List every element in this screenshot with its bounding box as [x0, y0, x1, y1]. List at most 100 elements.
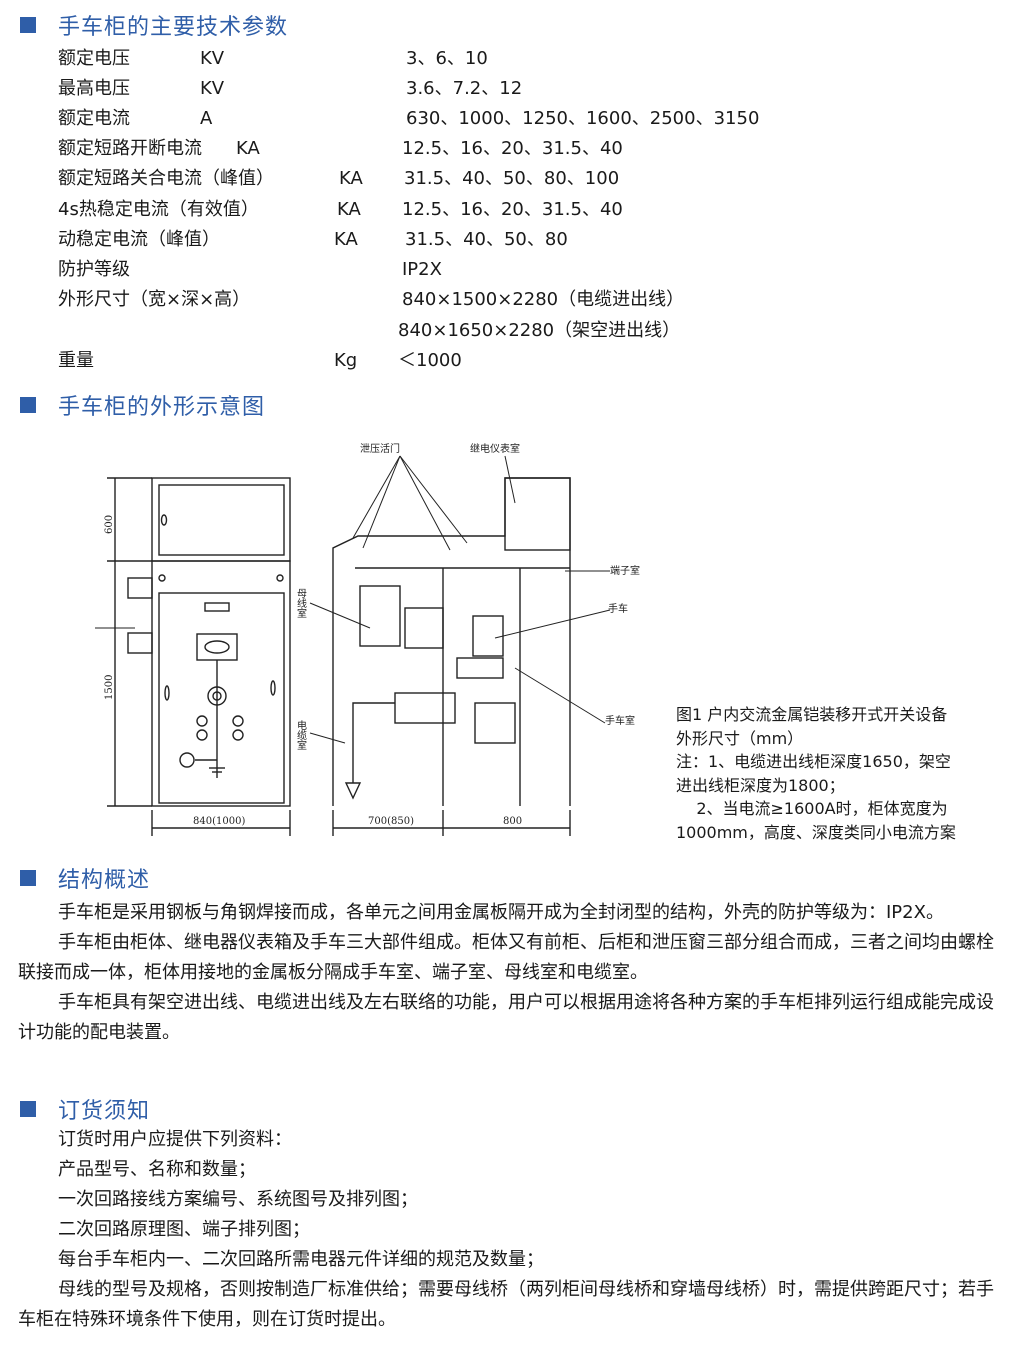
section-title: 手车柜的主要技术参数 — [58, 15, 289, 40]
param-name: 动稳定电流（峰值） — [58, 229, 220, 250]
bullet-square-icon — [20, 1101, 36, 1117]
paragraph: 手车柜具有架空进出线、电缆进出线及左右联络的功能，用户可以根据用途将各种方案的手… — [18, 992, 994, 1043]
indicator-window — [196, 633, 238, 661]
param-unit: KA — [337, 199, 361, 220]
section-heading-structure: 结构概述 — [20, 863, 150, 893]
bullet-square-icon — [20, 17, 36, 33]
label-terminal-room: 端子室 — [610, 564, 640, 577]
bullet-square-icon — [20, 870, 36, 886]
door-latch-icon — [160, 514, 168, 526]
caption-line: 2、当电流≥1600A时，柜体宽度为 — [676, 799, 948, 818]
bolt-icon — [158, 574, 166, 582]
operation-knob-icon — [207, 686, 227, 706]
param-name: 额定电压 — [58, 48, 130, 69]
order-list: 订货时用户应提供下列资料： 产品型号、名称和数量； 一次回路接线方案编号、系统图… — [18, 1125, 994, 1335]
switch-icon — [232, 715, 244, 727]
caption-line: 外形尺寸（mm） — [676, 728, 804, 748]
figure-caption: 图1 户内交流金属铠装移开式开关设备 外形尺寸（mm） 注：1、电缆进出线柜深度… — [676, 703, 996, 844]
param-unit: KV — [200, 48, 225, 69]
label-busbar-room: 母线室 — [295, 588, 307, 618]
param-value: 630、1000、1250、1600、2500、3150 — [406, 108, 760, 129]
param-value: 12.5、16、20、31.5、40 — [402, 199, 623, 220]
label-handcart-room: 手车室 — [605, 714, 635, 727]
busbar-component — [404, 607, 444, 649]
param-unit: KA — [334, 229, 358, 250]
dim-label-600: 600 — [104, 515, 115, 534]
leader-line — [309, 602, 371, 629]
paragraph: 手车柜由柜体、继电器仪表箱及手车三大部件组成。柜体又有前柜、后柜和泄压窗三部分组… — [18, 932, 994, 983]
front-view — [95, 477, 291, 836]
cable-component — [394, 692, 456, 724]
list-item: 母线的型号及规格，否则按制造厂标准供给；需要母线桥（两列柜间母线桥和穿墙母线桥）… — [18, 1279, 994, 1330]
param-name: 4s热稳定电流（有效值） — [58, 199, 259, 220]
bullet-square-icon — [20, 397, 36, 413]
param-unit: KV — [200, 78, 225, 99]
relay-box-outline — [151, 477, 291, 562]
label-handcart: 手车 — [608, 602, 628, 615]
caption-line: 进出线柜深度为1800； — [676, 775, 845, 795]
param-value: 12.5、16、20、31.5、40 — [402, 138, 623, 159]
caption-line: 注：1、电缆进出线柜深度1650，架空 — [676, 752, 951, 771]
dim-label-700: 700(850) — [368, 816, 414, 827]
ground-switch-icon — [179, 752, 195, 768]
front-door — [158, 592, 285, 804]
leader-line — [399, 455, 468, 544]
param-name: 最高电压 — [58, 78, 130, 99]
relay-compartment — [504, 477, 571, 551]
leader-line — [494, 609, 611, 639]
cable-component — [474, 702, 516, 744]
param-name: 额定短路开断电流 — [58, 138, 202, 159]
list-item: 订货时用户应提供下列资料： — [58, 1129, 292, 1150]
param-value: ＜1000 — [398, 350, 462, 371]
list-item: 每台手车柜内一、二次回路所需电器元件详细的规范及数量； — [58, 1249, 544, 1270]
param-unit: Kg — [334, 350, 358, 371]
handcart-component — [472, 615, 504, 657]
section-title: 手车柜的外形示意图 — [58, 395, 266, 420]
sleeve-bushing — [127, 577, 153, 599]
caption-line: 图1 户内交流金属铠装移开式开关设备 — [676, 705, 948, 724]
section-title: 订货须知 — [58, 1099, 151, 1124]
leader-line — [362, 455, 401, 549]
label-relay-room: 继电仪表室 — [470, 442, 520, 455]
side-outline — [332, 477, 571, 806]
param-unit: A — [200, 108, 213, 129]
handcart-component — [456, 657, 504, 679]
cable-line — [352, 702, 395, 718]
section-heading-order: 订货须知 — [20, 1094, 150, 1124]
param-value: 840×1500×2280（电缆进出线） — [402, 289, 685, 310]
list-item: 产品型号、名称和数量； — [58, 1159, 256, 1180]
leader-line — [514, 667, 606, 724]
operation-knob-center — [212, 691, 222, 701]
param-name: 额定电流 — [58, 108, 130, 129]
param-name: 重量 — [58, 350, 94, 371]
ground-icon — [344, 782, 362, 800]
param-value: 3.6、7.2、12 — [406, 78, 523, 99]
handle-icon — [164, 685, 170, 701]
dim-label-840: 840(1000) — [193, 816, 245, 827]
sleeve-bushing — [127, 632, 153, 654]
label-cable-room: 电缆室 — [295, 719, 307, 750]
param-value: 3、6、10 — [406, 48, 488, 69]
leader-line — [309, 732, 346, 744]
param-value: 31.5、40、50、80、100 — [404, 168, 620, 189]
front-cabinet-outline — [151, 560, 291, 807]
handle-icon — [270, 680, 276, 696]
list-item: 一次回路接线方案编号、系统图号及排列图； — [58, 1189, 418, 1210]
switch-icon — [232, 729, 244, 741]
section-heading-params: 手车柜的主要技术参数 — [20, 10, 288, 40]
param-unit: KA — [236, 138, 260, 159]
structure-paragraphs: 手车柜是采用钢板与角钢焊接而成，各单元之间用金属板隔开成为全封闭型的结构，外壳的… — [18, 898, 994, 1048]
param-value: 840×1650×2280（架空进出线） — [398, 320, 681, 341]
side-view — [309, 455, 611, 836]
param-name: 额定短路关合电流（峰值） — [58, 168, 274, 189]
dim-label-800: 800 — [503, 816, 522, 827]
param-name: 外形尺寸（宽×深×高） — [58, 289, 251, 310]
leader-line — [504, 455, 516, 504]
busbar-component — [359, 585, 401, 647]
nameplate — [204, 602, 230, 612]
caption-line: 1000mm，高度、深度类同小电流方案 — [676, 822, 956, 842]
dim-label-1500: 1500 — [104, 675, 115, 700]
label-relief-flap: 泄压活门 — [360, 442, 400, 455]
list-item: 二次回路原理图、端子排列图； — [58, 1219, 310, 1240]
switch-icon — [196, 729, 208, 741]
